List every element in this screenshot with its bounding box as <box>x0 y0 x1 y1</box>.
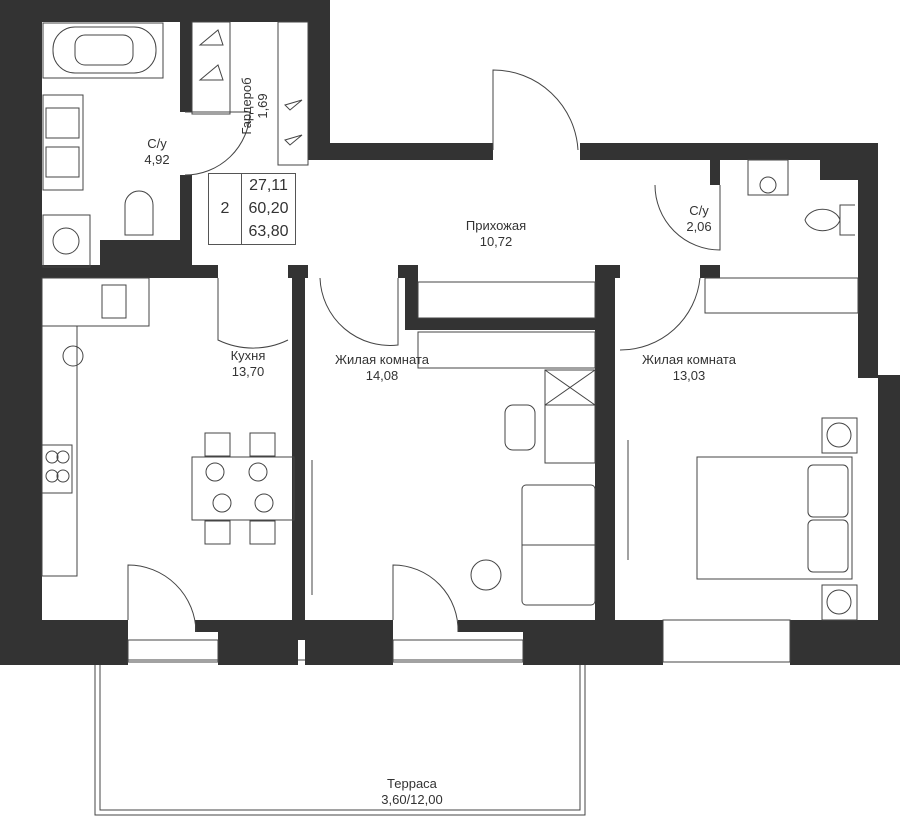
wardrobe-fixtures <box>191 21 859 369</box>
room-label-bathroom: С/у 4,92 <box>144 136 169 168</box>
room-label-bathroom-2: С/у 2,06 <box>686 203 711 235</box>
room-label-living-room-1: Жилая комната 14,08 <box>335 352 429 384</box>
living-area: 27,11 <box>249 176 288 194</box>
room-label-kitchen: Кухня 13,70 <box>231 348 266 380</box>
windows <box>127 619 791 663</box>
terrace <box>94 659 586 816</box>
bedroom-fixtures <box>696 417 858 621</box>
room-label-terrace: Терраса 3,60/12,00 <box>381 776 442 808</box>
kitchen-fixtures <box>41 277 295 577</box>
room-area: 2,06 <box>686 219 712 234</box>
bathroom-fixtures <box>42 22 855 268</box>
room-area: 3,60/12,00 <box>381 792 443 807</box>
room-label-hallway: Прихожая 10,72 <box>466 218 526 250</box>
living-room-fixtures <box>311 369 629 606</box>
room-area: 13,03 <box>672 368 706 383</box>
total-area-with-terrace: 63,80 <box>248 223 289 241</box>
room-area: 13,70 <box>231 364 265 379</box>
room-area: 4,92 <box>144 152 170 167</box>
room-area: 14,08 <box>365 368 399 383</box>
room-name: Терраса <box>387 776 437 791</box>
room-area: 10,72 <box>479 234 513 249</box>
room-label-living-room-2: Жилая комната 13,03 <box>642 352 736 384</box>
rooms-count: 2 <box>209 174 242 244</box>
room-label-wardrobe: Гардероб 1,69 <box>239 66 271 146</box>
room-name: Кухня <box>230 348 266 363</box>
room-name: С/у <box>689 203 709 218</box>
walls <box>0 0 900 665</box>
room-name: Жилая комната <box>335 352 429 367</box>
apartment-info-box: 2 27,11 60,20 63,80 <box>208 173 296 245</box>
total-area: 60,20 <box>248 199 289 217</box>
room-name: Гардероб <box>239 77 254 135</box>
doors <box>127 69 721 633</box>
room-area: 1,69 <box>255 93 270 119</box>
room-name: Жилая комната <box>642 352 736 367</box>
room-name: С/у <box>147 136 167 151</box>
room-name: Прихожая <box>465 218 527 233</box>
